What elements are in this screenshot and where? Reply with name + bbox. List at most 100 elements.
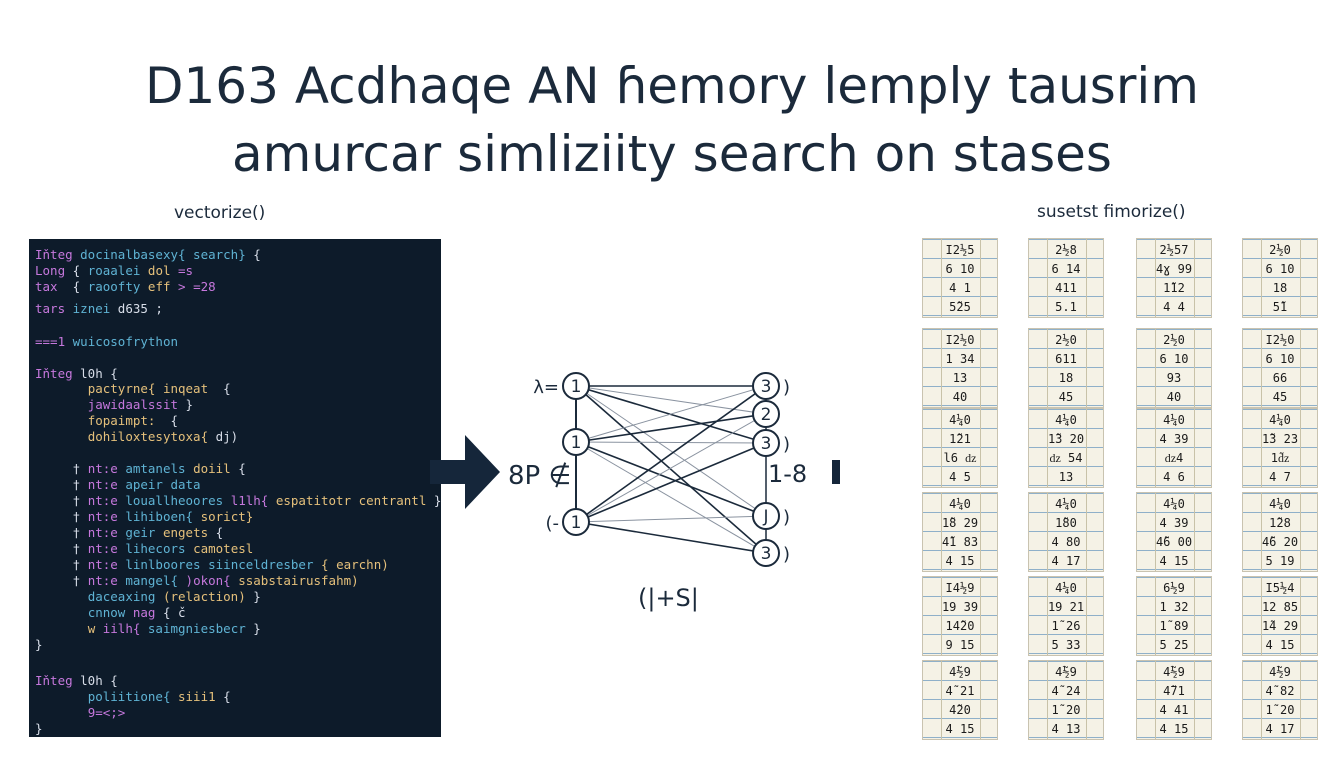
tile-value: 4 7 <box>1269 470 1291 484</box>
graph-bottom-label: (|+S| <box>638 584 699 612</box>
code-line: † nt:e amtanels doiil { <box>35 461 246 476</box>
tile-value: 6 10 <box>1265 262 1295 276</box>
tile-value: I2½0 <box>945 333 975 347</box>
code-line: poliitione{ siii1 { <box>35 689 231 704</box>
tile-value: l6 ǳ <box>943 451 977 465</box>
code-token: nt:e <box>87 557 126 572</box>
code-token: † <box>35 461 88 476</box>
graph-node-label: 1 <box>571 433 582 453</box>
tile-value: 4 39 <box>1159 432 1189 446</box>
code-line: daceaxing (relaction) } <box>35 589 261 604</box>
graph-node-label: 3 <box>761 434 772 454</box>
tile-value: 1̃4 29 <box>1261 619 1299 633</box>
tile-value: 4 5 <box>949 470 971 484</box>
tile-value: 4̃ 82 <box>1265 684 1295 698</box>
code-token: tars <box>35 301 73 316</box>
right-arrow-icon <box>832 460 840 484</box>
graph-edge <box>575 441 767 517</box>
tile-value: 4̃½9 <box>1055 665 1077 679</box>
tile-value: 14̃20 <box>945 619 975 633</box>
code-token: eff <box>147 279 179 294</box>
code-line: jawidaalssit } <box>35 397 193 412</box>
code-token: † <box>35 541 88 556</box>
graph-edge <box>575 413 767 443</box>
code-panel: Iňteg docinalbasexy{ search} {Long { roa… <box>29 239 441 737</box>
tile-value: 4̃71 <box>1163 684 1185 698</box>
tile-value: 4¼0 <box>1163 413 1185 427</box>
code-token: saimgniesbecr <box>147 621 254 636</box>
tile-value: 6 14 <box>1051 262 1081 276</box>
code-token: wuicosofrython <box>72 334 178 349</box>
code-token: † <box>35 493 88 508</box>
code-line: † nt:e lihiboen{ sorict} <box>35 509 254 524</box>
code-token: nt:e <box>87 461 126 476</box>
code-token: l1lh{ <box>230 493 276 508</box>
code-token: { č <box>162 605 186 620</box>
tile-value: 1̃ǳ <box>1270 451 1290 465</box>
graph-edge <box>575 515 767 523</box>
graph-edge <box>575 413 767 523</box>
tile-value: 4 15 <box>945 554 975 568</box>
tile-value: 6 10 <box>1265 352 1295 366</box>
tile-value: 1̃12 <box>1163 281 1185 295</box>
tile-value: 4 4 <box>1163 300 1185 314</box>
code-token: docinalbasexy{ <box>80 247 194 262</box>
graph-node <box>562 428 590 456</box>
code-token: l0h { <box>80 366 118 381</box>
code-token: 9=<;> <box>87 705 126 720</box>
code-token: } <box>35 637 43 652</box>
tile-value: 19 21 <box>1047 600 1085 614</box>
graph-edge <box>575 385 767 415</box>
code-token: { <box>72 263 88 278</box>
code-token: espatitotr centrantl <box>275 493 434 508</box>
tile-value: 6 10 <box>1159 352 1189 366</box>
code-token: { <box>238 461 246 476</box>
code-token: mangel{ <box>125 573 186 588</box>
tile-value: 4̃20 <box>949 703 971 717</box>
code-token: siii1 <box>178 689 224 704</box>
tile-value: 4 15 <box>945 722 975 736</box>
code-token: { <box>223 381 231 396</box>
code-token: lihiboen{ <box>125 509 201 524</box>
code-line: Iňteg l0h { <box>35 366 118 381</box>
code-token: > =28 <box>178 279 216 294</box>
code-token: siinceldresber <box>208 557 322 572</box>
tile-value: 5.1 <box>1055 300 1077 314</box>
code-line: pactyrne{ inqeat { <box>35 381 231 396</box>
tile-value: 4 15 <box>1159 722 1189 736</box>
graph-node-side-label: ) <box>783 377 790 398</box>
code-token: † <box>35 525 88 540</box>
code-line: } <box>35 721 43 736</box>
tile-value: 40 <box>952 390 968 404</box>
code-token: tax <box>35 279 73 294</box>
code-line: fopaimpt: { <box>35 413 178 428</box>
graph-node-label: 2 <box>761 405 772 425</box>
tile-value: 1 34 <box>945 352 975 366</box>
graph-node <box>752 502 780 530</box>
graph-node-side-label: λ= <box>533 377 559 398</box>
graph-node-side-label: ) <box>783 544 790 565</box>
tile-value: 4̃ 21 <box>945 684 975 698</box>
code-token: nt:e <box>87 573 126 588</box>
graph-node-label: 1 <box>571 513 582 533</box>
tile-value: 1̃8 29 <box>941 516 979 530</box>
code-token: } <box>185 397 194 412</box>
tile-value: 5̃1 <box>1272 300 1288 314</box>
tile-value: 1̃3 20 <box>1047 432 1085 446</box>
code-token <box>35 429 88 444</box>
tile-value: ǳ 54 <box>1049 451 1083 465</box>
tile-value: 4̃½9 <box>1163 665 1185 679</box>
code-token: { <box>223 689 231 704</box>
